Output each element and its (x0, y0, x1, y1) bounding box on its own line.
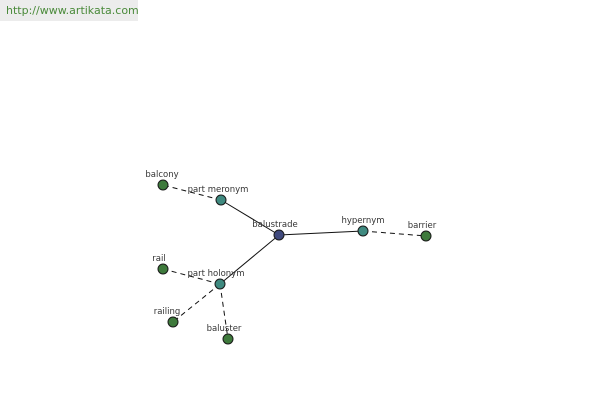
edge-part-holonym-railing (172, 283, 221, 323)
label-balcony: balcony (145, 170, 178, 180)
node-rail[interactable] (157, 263, 169, 275)
node-part-holonym[interactable] (214, 278, 226, 290)
label-balustrade: balustrade (252, 220, 297, 230)
edge-part-holonym-baluster (219, 283, 229, 340)
edge-balustrade-hypernym (278, 230, 364, 236)
edge-balustrade-part-holonym (219, 234, 280, 285)
label-rail: rail (152, 254, 165, 264)
node-balcony[interactable] (157, 179, 169, 191)
label-part-meronym: part meronym (188, 185, 249, 195)
node-baluster[interactable] (222, 333, 234, 345)
node-hypernym[interactable] (357, 225, 369, 237)
edge-part-meronym-balcony (162, 184, 222, 201)
label-hypernym: hypernym (341, 216, 384, 226)
site-url-link[interactable]: http://www.artikata.com (6, 4, 139, 17)
url-bar: http://www.artikata.com (0, 0, 139, 21)
label-barrier: barrier (408, 221, 437, 231)
node-railing[interactable] (167, 316, 179, 328)
node-balustrade[interactable] (273, 229, 285, 241)
label-railing: railing (154, 307, 181, 317)
edge-hypernym-barrier (362, 230, 427, 237)
label-baluster: baluster (207, 324, 242, 334)
label-part-holonym: part holonym (188, 269, 245, 279)
edge-balustrade-part-meronym (220, 199, 280, 236)
node-part-meronym[interactable] (215, 194, 227, 206)
node-barrier[interactable] (420, 230, 432, 242)
edge-part-holonym-rail (162, 268, 221, 285)
